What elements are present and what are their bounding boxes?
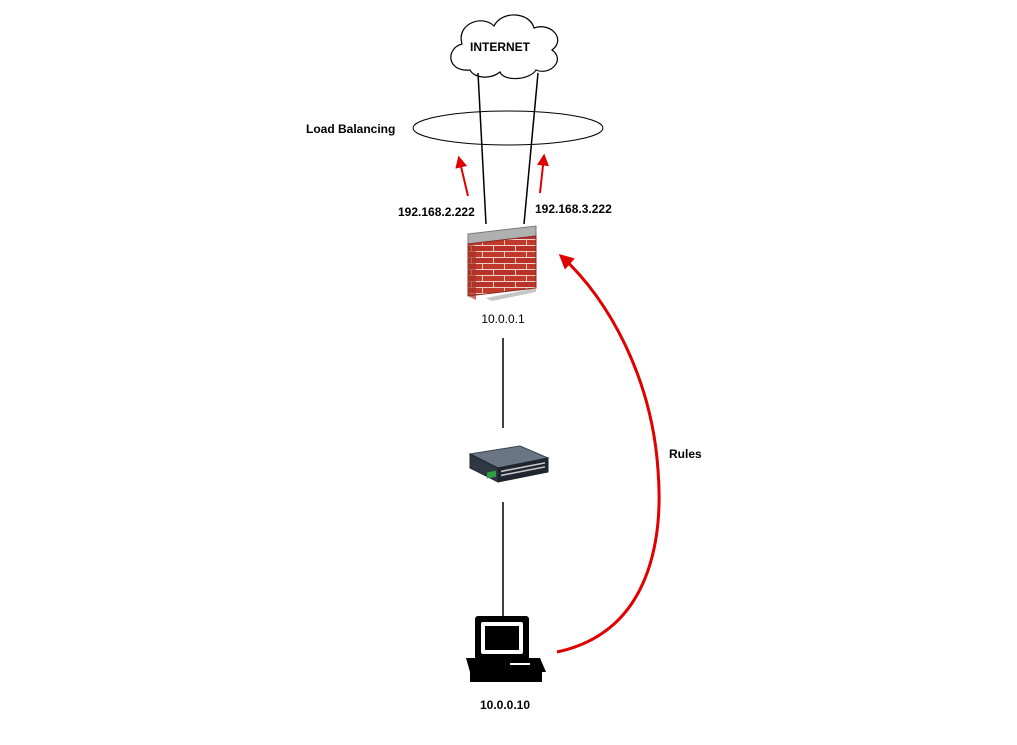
load-balancing-label: Load Balancing — [306, 122, 395, 136]
computer-icon — [466, 616, 546, 682]
internet-cloud-icon — [450, 14, 559, 80]
firewall-icon — [467, 225, 537, 301]
wan1-arrow — [455, 155, 469, 197]
wan2-link — [523, 72, 539, 225]
wan1-ip-label: 192.168.2.222 — [398, 205, 475, 219]
firewall-ip-label: 10.0.0.1 — [481, 312, 525, 326]
wan1-link — [477, 72, 487, 225]
internet-label: INTERNET — [470, 40, 531, 54]
rules-arrow — [556, 253, 661, 654]
wan2-ip-label: 192.168.3.222 — [535, 202, 612, 216]
network-switch-icon — [468, 445, 550, 483]
rules-label: Rules — [669, 447, 702, 461]
load-balancing-ellipse — [412, 110, 604, 146]
pc-ip-label: 10.0.0.10 — [480, 698, 530, 712]
wan2-arrow — [537, 153, 549, 194]
